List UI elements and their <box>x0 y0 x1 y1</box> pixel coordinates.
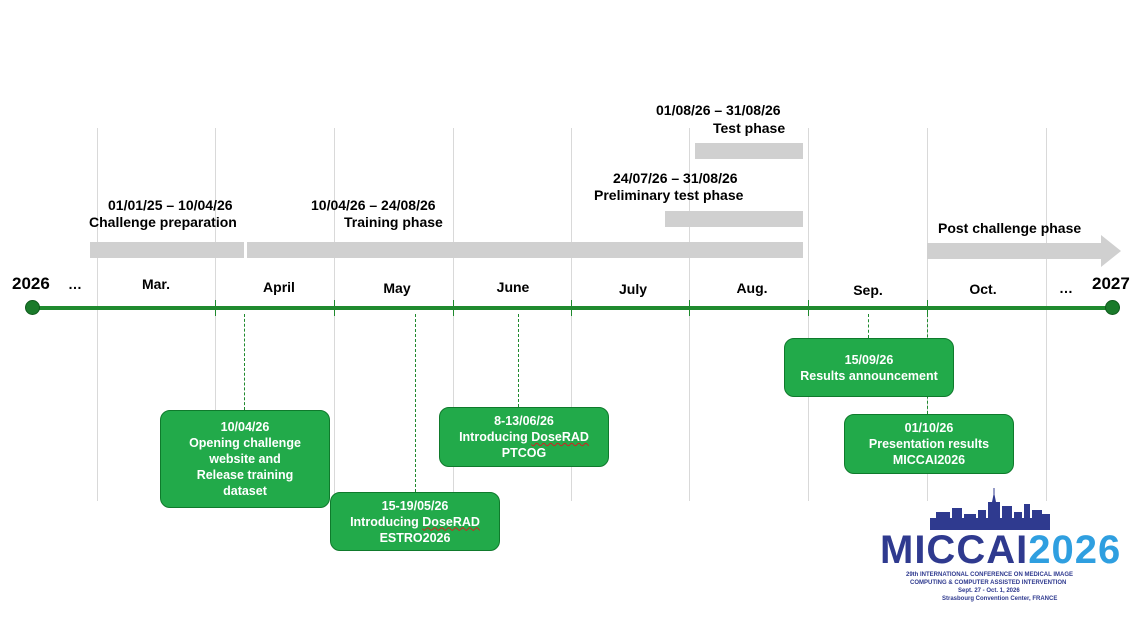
event-opening-line4: dataset <box>223 484 267 498</box>
connector-ptcog <box>518 314 519 407</box>
event-presentation-line2: MICCAI2026 <box>892 453 966 467</box>
logo-subtitle-4: Strasbourg Convention Center, FRANCE <box>942 596 1058 602</box>
axis-tick <box>808 300 809 316</box>
post-phase-name: Post challenge phase <box>938 220 1082 236</box>
leading-ellipsis: … <box>68 276 82 292</box>
month-label-mar: Mar. <box>141 276 170 292</box>
test-phase-bar <box>695 143 803 159</box>
connector-results <box>868 314 869 338</box>
event-presentation: 01/10/26 Presentation results MICCAI2026 <box>844 414 1014 474</box>
event-opening-line2: website and <box>209 452 281 466</box>
axis-tick <box>571 300 572 316</box>
event-estro-line1: Introducing DoseRAD <box>350 514 480 530</box>
month-label-sep: Sep. <box>853 282 883 298</box>
event-ptcog-prefix: Introducing <box>459 430 532 444</box>
preparation-phase-dates: 01/01/25 – 10/04/26 <box>108 197 233 213</box>
preparation-phase-bar <box>90 242 244 258</box>
month-label-oct: Oct. <box>969 281 997 297</box>
event-opening: 10/04/26 Opening challenge website and R… <box>160 410 330 508</box>
event-ptcog-word: DoseRAD <box>531 430 589 444</box>
event-results-line1: Results announcement <box>800 368 938 383</box>
axis-tick <box>453 300 454 316</box>
trailing-ellipsis: … <box>1059 280 1073 296</box>
event-results: 15/09/26 Results announcement <box>784 338 954 397</box>
axis-tick <box>334 300 335 316</box>
event-ptcog-line1: Introducing DoseRAD <box>459 429 589 445</box>
end-year: 2027 <box>1092 274 1130 293</box>
month-label-may: May <box>383 280 411 296</box>
test-phase-dates: 01/08/26 – 31/08/26 <box>656 102 781 118</box>
event-opening-line3: Release training <box>196 468 294 482</box>
grid-line <box>97 128 98 501</box>
event-estro-word: DoseRAD <box>422 514 480 529</box>
connector-estro <box>415 314 416 492</box>
training-phase-bar <box>247 242 803 258</box>
training-phase-name: Training phase <box>344 214 443 230</box>
event-presentation-date: 01/10/26 <box>904 421 954 435</box>
grid-line <box>1046 128 1047 501</box>
logo-subtitle-3: Sept. 27 - Oct. 1, 2026 <box>958 588 1020 594</box>
preliminary-phase-bar <box>665 211 803 227</box>
event-opening-line1: Opening challenge <box>189 436 301 450</box>
event-ptcog-date: 8-13/06/26 <box>494 414 554 428</box>
training-phase-dates: 10/04/26 – 24/08/26 <box>311 197 436 213</box>
connector-opening <box>244 314 245 410</box>
axis-tick <box>689 300 690 316</box>
event-results-date: 15/09/26 <box>844 352 894 367</box>
logo-subtitle-1: 29th INTERNATIONAL CONFERENCE ON MEDICAL… <box>906 572 1074 578</box>
axis-start-dot <box>25 300 40 315</box>
event-opening-date: 10/04/26 <box>220 420 270 434</box>
preparation-phase-name: Challenge preparation <box>89 214 237 230</box>
logo-name-part1: MICCAI <box>880 528 1029 572</box>
strasbourg-skyline-logo <box>930 488 1050 530</box>
logo-name-part2: 2026 <box>1028 528 1122 572</box>
miccai-logo-text: MICCAI2026 <box>880 528 1121 573</box>
test-phase-name: Test phase <box>713 120 786 136</box>
preliminary-phase-dates: 24/07/26 – 31/08/26 <box>613 170 738 186</box>
axis-end-dot <box>1105 300 1120 315</box>
month-label-apr: April <box>263 279 295 295</box>
month-label-jun: June <box>496 279 530 295</box>
axis-tick <box>215 300 216 316</box>
event-estro: 15-19/05/26 Introducing DoseRAD ESTRO202… <box>330 492 500 551</box>
preliminary-phase-name: Preliminary test phase <box>594 187 744 203</box>
event-ptcog-line2: PTCOG <box>501 446 547 460</box>
event-ptcog: 8-13/06/26 Introducing DoseRAD PTCOG <box>439 407 609 467</box>
logo-subtitle-2: COMPUTING & COMPUTER ASSISTED INTERVENTI… <box>910 580 1067 586</box>
month-label-aug: Aug. <box>736 280 768 296</box>
post-phase-arrow <box>927 235 1121 267</box>
start-year: 2026 <box>12 274 50 293</box>
event-estro-date: 15-19/05/26 <box>381 498 449 513</box>
event-estro-prefix: Introducing <box>350 514 423 529</box>
timeline-axis <box>32 306 1112 310</box>
event-estro-line2: ESTRO2026 <box>379 530 451 545</box>
month-label-jul: July <box>618 281 647 297</box>
axis-tick <box>927 300 928 316</box>
event-presentation-line1: Presentation results <box>868 437 990 451</box>
